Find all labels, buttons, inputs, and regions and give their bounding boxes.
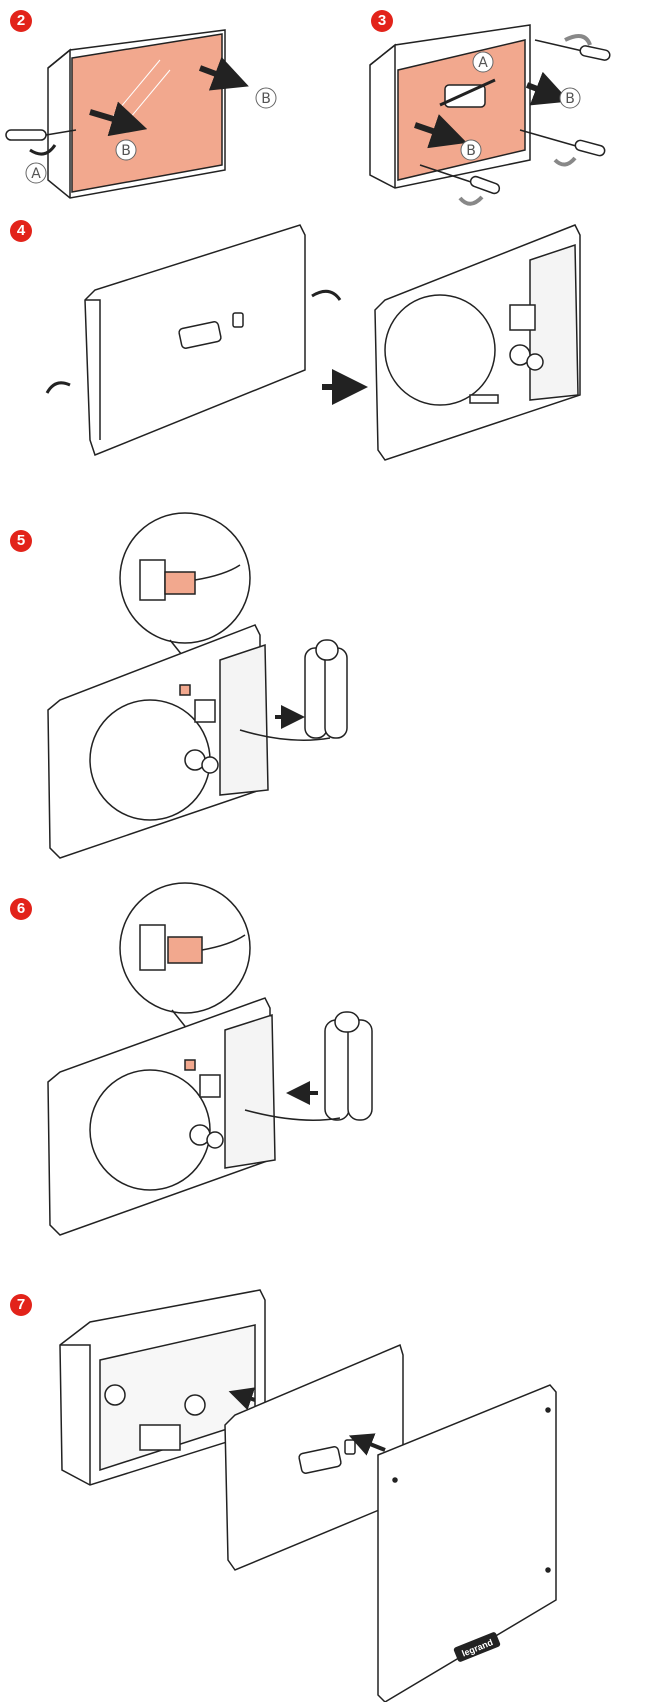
- step-6-illustration: [47, 882, 373, 1236]
- step-7-illustration: legrand: [59, 1289, 557, 1702]
- step-3-badge: 3: [371, 10, 393, 32]
- svg-text:B: B: [261, 91, 271, 107]
- step-3-illustration: [369, 24, 611, 206]
- step-4-badge: 4: [10, 220, 32, 242]
- step-5-badge: 5: [10, 530, 32, 552]
- callout-b-step2-right: B: [255, 87, 277, 109]
- callout-b-step3-front: B: [460, 139, 482, 161]
- battery-pack-icon: [304, 639, 348, 739]
- svg-text:B: B: [466, 143, 476, 159]
- svg-text:B: B: [565, 91, 575, 107]
- callout-b-step3-right: B: [559, 87, 581, 109]
- callout-a-step3: A: [472, 51, 494, 73]
- svg-text:B: B: [121, 143, 131, 159]
- step-6-badge: 6: [10, 898, 32, 920]
- step-4-illustration: [45, 224, 581, 461]
- screwdriver-icon: [5, 129, 77, 156]
- svg-text:A: A: [478, 55, 488, 71]
- step-2-illustration: [5, 29, 249, 199]
- step-5-illustration: [47, 512, 348, 859]
- step-2-badge: 2: [10, 10, 32, 32]
- svg-text:A: A: [31, 166, 41, 182]
- callout-a-step2: A: [25, 162, 47, 184]
- battery-pack-icon: [324, 1011, 373, 1121]
- callout-b-step2-front: B: [115, 139, 137, 161]
- step-7-badge: 7: [10, 1294, 32, 1316]
